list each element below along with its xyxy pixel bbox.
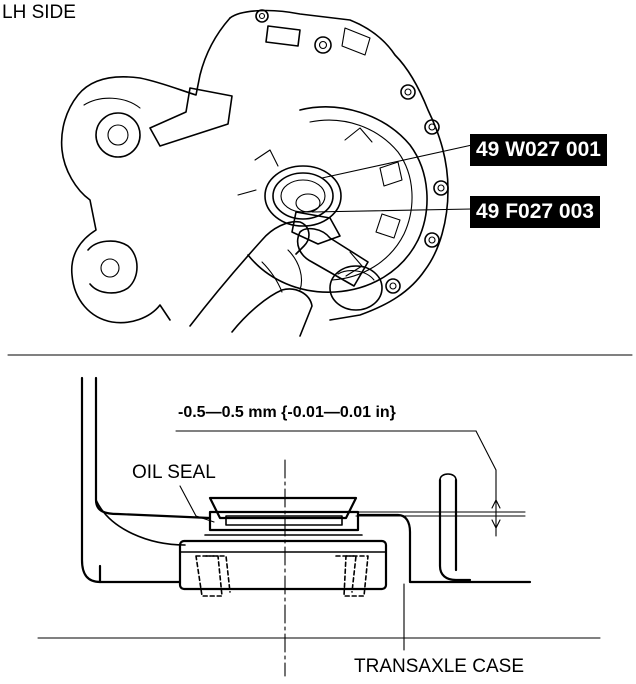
dimension-label: -0.5—0.5 mm {-0.01—0.01 in} [178, 404, 396, 421]
transaxle-housing-drawing [60, 9, 473, 337]
oil-seal-label: OIL SEAL [132, 462, 216, 483]
view-title: LH SIDE [2, 2, 76, 23]
tool-tag-installer: 49 W027 001 [470, 134, 607, 166]
tool-tag-handle: 49 F027 003 [470, 196, 600, 228]
transaxle-case-label: TRANSAXLE CASE [354, 656, 524, 677]
seal-section-drawing [37, 376, 601, 677]
